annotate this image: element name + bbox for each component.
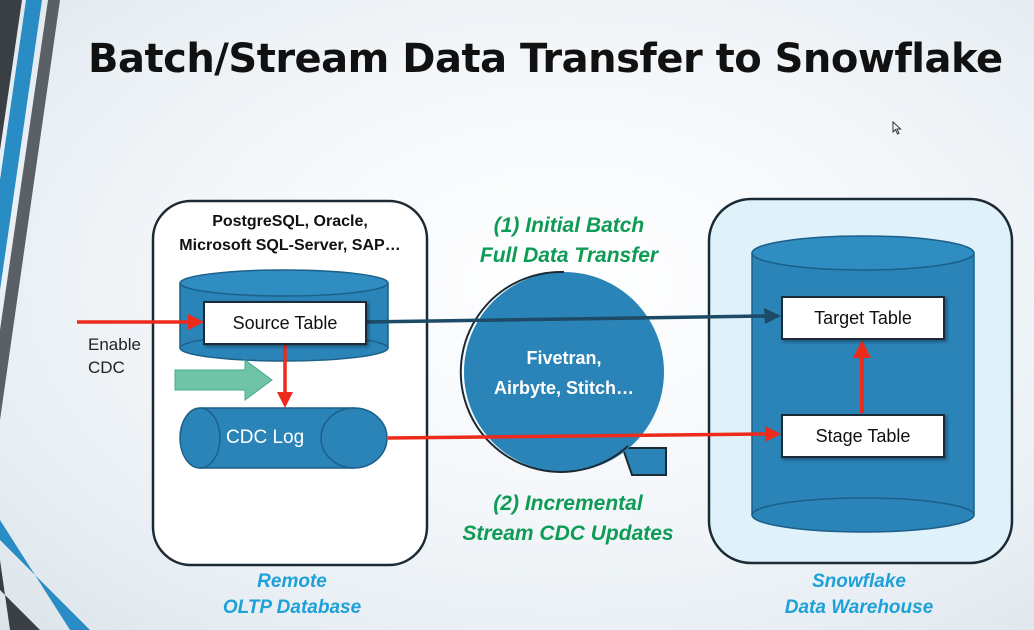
target-footer: Snowflake Data Warehouse [720,569,998,621]
target-table: Target Table [781,296,945,340]
stream-updates-label: (2) Incremental Stream CDC Updates [446,489,690,549]
stream-cdc-arrow [387,426,781,442]
batch-line1: (1) Initial Batch [493,214,645,237]
enable-cdc-arrow [77,314,204,330]
tools-line2: Airbyte, Stitch… [493,378,635,398]
target-footer-line2: Data Warehouse [784,597,934,618]
mouse-cursor-icon [892,121,902,135]
source-to-log-arrow [277,345,293,408]
stage-table: Stage Table [781,414,945,458]
stream-line2: Stream CDC Updates [462,522,674,545]
tools-line1: Fivetran, [526,348,602,368]
source-table: Source Table [203,301,367,345]
stage-to-target-arrow [853,340,871,413]
cdc-log-cylinder [179,407,388,469]
enable-cdc-line1: Enable [88,335,141,354]
etl-tools-label: Fivetran, Airbyte, Stitch… [464,343,664,403]
stream-line1: (2) Incremental [493,492,643,515]
source-footer: Remote OLTP Database [155,569,429,621]
enable-cdc-label: Enable CDC [88,333,141,379]
batch-transfer-arrow [365,308,781,324]
enable-cdc-line2: CDC [88,358,125,377]
page-title: Batch/Stream Data Transfer to Snowflake [88,36,1003,82]
batch-line2: Full Data Transfer [479,244,659,267]
batch-transfer-label: (1) Initial Batch Full Data Transfer [458,211,680,271]
source-caption-line1: PostgreSQL, Oracle, [212,213,368,230]
source-systems-caption: PostgreSQL, Oracle, Microsoft SQL-Server… [155,210,425,258]
source-footer-line2: OLTP Database [222,597,362,618]
etl-tools-bubble [459,270,667,476]
cdc-log-label: CDC Log [226,427,305,448]
green-arrow-icon [174,359,273,401]
source-footer-line1: Remote [257,571,327,592]
target-footer-line1: Snowflake [812,571,906,592]
source-caption-line2: Microsoft SQL-Server, SAP… [179,237,401,254]
